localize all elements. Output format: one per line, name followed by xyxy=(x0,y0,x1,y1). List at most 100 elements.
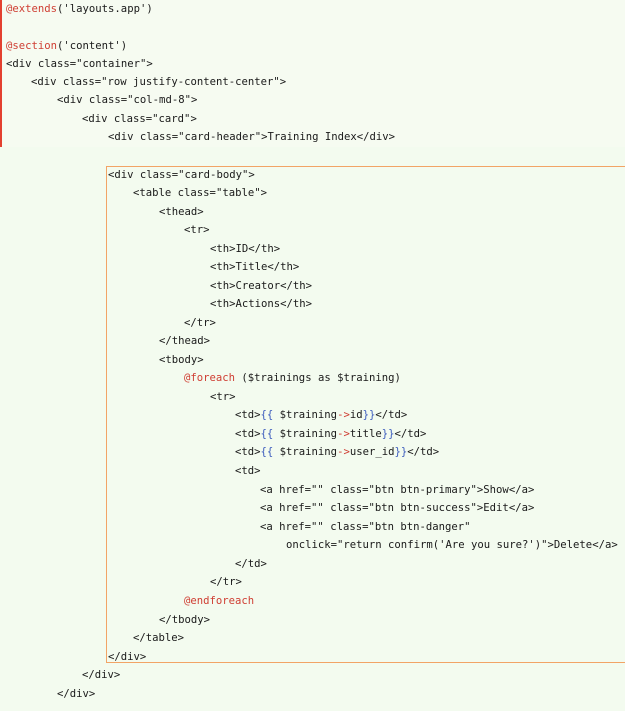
code-token: "" xyxy=(311,484,324,496)
code-line: <a href="" class="btn btn-primary">Show<… xyxy=(260,481,534,499)
code-token: ('content') xyxy=(57,40,128,52)
code-line: <tr> xyxy=(184,221,210,239)
code-line: </div> xyxy=(82,666,120,684)
code-line: <th>Creator</th> xyxy=(210,277,312,295)
code-token: class= xyxy=(107,113,153,125)
code-token: Show xyxy=(483,484,509,496)
code-token: </a> xyxy=(592,539,618,551)
code-token: > xyxy=(146,58,153,70)
code-line: <th>Title</th> xyxy=(210,258,299,276)
code-token: <tr> xyxy=(184,224,210,236)
code-line: @foreach ($trainings as $training) xyxy=(184,369,401,387)
code-token: {{ xyxy=(260,446,274,458)
code-line: <div class="col-md-8"> xyxy=(57,91,197,109)
code-token: > xyxy=(547,539,554,551)
code-token: {{ xyxy=(260,409,274,421)
code-token: <tbody> xyxy=(159,354,204,366)
code-token: <thead> xyxy=(159,206,204,218)
code-line: <div class="row justify-content-center"> xyxy=(31,73,286,91)
code-token: class= xyxy=(323,484,369,496)
code-line: </thead> xyxy=(159,332,210,350)
code-token: </a> xyxy=(508,484,535,496)
code-token: Title xyxy=(235,261,268,273)
code-token: > xyxy=(279,76,287,88)
code-token: "btn btn-primary" xyxy=(368,484,477,496)
code-token: </div> xyxy=(356,131,396,143)
code-line: <a href="" class="btn btn-success">Edit<… xyxy=(260,499,534,517)
code-token: "card-header" xyxy=(178,131,262,143)
code-token: $training xyxy=(273,446,338,458)
code-token: "container" xyxy=(76,58,147,70)
code-line: <th>ID</th> xyxy=(210,240,280,258)
code-line: <thead> xyxy=(159,203,204,221)
code-token: class= xyxy=(133,131,179,143)
code-token: <div xyxy=(82,113,108,125)
card-body-highlight-box xyxy=(106,166,625,663)
code-token: </th> xyxy=(248,243,281,255)
code-token: href= xyxy=(272,502,312,514)
code-token: </thead> xyxy=(159,335,211,347)
code-line: <tr> xyxy=(210,388,236,406)
code-token: user_id xyxy=(349,446,395,458)
code-token: > xyxy=(190,113,197,125)
code-line: </table> xyxy=(133,629,184,647)
code-token: "" xyxy=(311,521,324,533)
code-token: -> xyxy=(337,428,350,440)
code-line: <a href="" class="btn btn-danger" xyxy=(260,518,471,536)
code-token: <tr> xyxy=(210,391,236,403)
code-token: "col-md-8" xyxy=(127,94,191,106)
code-token: -> xyxy=(337,409,350,421)
code-token: </th> xyxy=(280,280,313,292)
code-token: "btn btn-success" xyxy=(368,502,477,514)
code-token: > xyxy=(260,187,267,199)
code-token: @section xyxy=(6,40,58,52)
code-token: <div xyxy=(57,94,83,106)
code-token: -> xyxy=(337,446,350,458)
code-token: Actions xyxy=(235,298,281,310)
code-line: <div class="card"> xyxy=(82,110,197,128)
code-token: <a xyxy=(260,521,273,533)
code-token: id xyxy=(349,409,363,421)
code-token: @extends xyxy=(6,3,58,15)
code-line: </tbody> xyxy=(159,611,210,629)
code-token: </a> xyxy=(508,502,535,514)
code-token: $training xyxy=(273,409,338,421)
code-line: </div> xyxy=(108,648,146,666)
code-token: }} xyxy=(362,409,376,421)
code-token: <div xyxy=(108,169,134,181)
code-line: <td> xyxy=(235,462,261,480)
code-line: </div> xyxy=(57,685,95,703)
code-token: </tr> xyxy=(210,576,242,588)
code-line: <td>{{ $training->title}}</td> xyxy=(235,425,426,443)
code-token: > xyxy=(248,169,255,181)
code-line: <th>Actions</th> xyxy=(210,295,312,313)
code-line: <div class="container"> xyxy=(6,55,153,73)
code-token: "card" xyxy=(152,113,191,125)
code-token: > xyxy=(261,131,268,143)
code-token: "table" xyxy=(215,187,261,199)
code-token: </div> xyxy=(57,688,96,700)
code-token: ($trainings as $training) xyxy=(235,372,401,384)
code-token: }} xyxy=(394,446,408,458)
code-token: class= xyxy=(56,76,102,88)
code-token: <div xyxy=(31,76,57,88)
code-token: <a xyxy=(260,484,273,496)
code-token: ('layouts.app') xyxy=(57,3,153,15)
code-token: <th> xyxy=(210,261,236,273)
code-line: @extends('layouts.app') xyxy=(6,0,153,18)
code-token: </tr> xyxy=(184,317,216,329)
code-token: "" xyxy=(311,502,324,514)
code-token: class= xyxy=(82,94,128,106)
code-token: <td> xyxy=(235,428,261,440)
code-token: "card-body" xyxy=(178,169,249,181)
code-token: <td> xyxy=(235,446,261,458)
code-token: class= xyxy=(323,521,369,533)
code-panel-bottom xyxy=(0,147,625,711)
code-line: <td>{{ $training->user_id}}</td> xyxy=(235,443,439,461)
code-token: title xyxy=(349,428,382,440)
code-line: @endforeach xyxy=(184,592,254,610)
code-token: > xyxy=(190,94,198,106)
code-line: onclick="return confirm('Are you sure?')… xyxy=(286,536,618,554)
code-token: <div xyxy=(108,131,134,143)
